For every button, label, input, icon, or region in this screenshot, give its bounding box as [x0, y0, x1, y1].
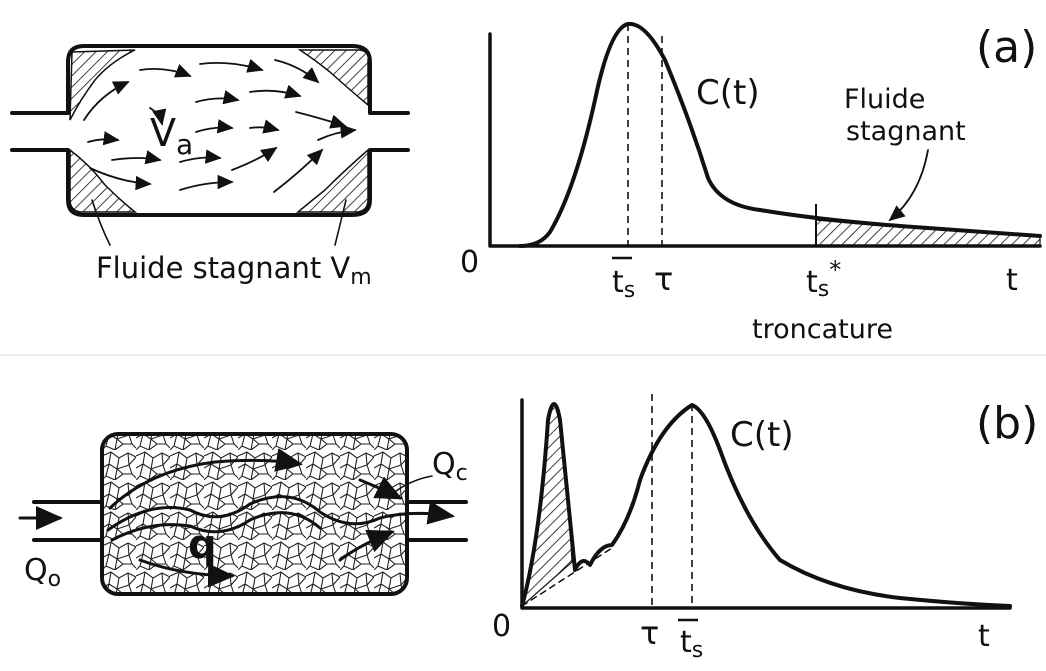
stagnant-annotation-arrow [888, 149, 929, 222]
panel-label-b: (b) [976, 398, 1038, 449]
reactor-a: Va Fluide stagnant Vm [10, 44, 410, 290]
stagnant-annotation-line1: Fluide [844, 84, 925, 115]
q-in-label: Qo [24, 553, 61, 592]
chart-a: 0 t ts τ ts* troncature C(t) Fluide stag… [460, 21, 1042, 345]
curve-label-b: C(t) [730, 415, 794, 455]
curve-label-a: C(t) [696, 73, 760, 113]
stagnant-zone-top-left [69, 49, 136, 121]
tick-ts-star: ts* [806, 256, 841, 302]
tick-tau-b: τ [640, 614, 659, 652]
reactor-a-wall [10, 44, 410, 115]
truncation-label: troncature [752, 314, 893, 345]
tick-tau-a: τ [654, 260, 673, 298]
rtd-curve-b [520, 402, 1012, 608]
stagnant-fluid-caption: Fluide stagnant Vm [96, 251, 372, 290]
origin-label-a: 0 [460, 245, 479, 280]
chart-b-axes [520, 398, 1012, 610]
panel-label-a: (a) [976, 22, 1037, 73]
packed-bed [102, 434, 407, 594]
stagnant-annotation-line2: stagnant [846, 116, 966, 147]
flow-arrows-a [83, 58, 357, 193]
active-volume-label: Va [150, 111, 193, 161]
q-out-label: Qc [432, 447, 468, 486]
q-inner-label: q [188, 522, 217, 568]
channeling-flow [18, 448, 455, 588]
reactor-b: q Qo Qc [18, 432, 468, 596]
stagnant-zone-top-right [297, 49, 370, 107]
x-axis-label-b: t [978, 619, 990, 654]
rtd-curve-a [518, 21, 1042, 248]
stagnant-zone-bottom-right [295, 148, 369, 213]
origin-label-b: 0 [492, 609, 511, 644]
x-axis-label-a: t [1006, 263, 1018, 298]
tick-ts-bar-a: ts [612, 265, 635, 303]
chart-b: 0 t τ ts C(t) (b) [492, 394, 1038, 663]
tick-ts-bar-b: ts [680, 625, 703, 663]
